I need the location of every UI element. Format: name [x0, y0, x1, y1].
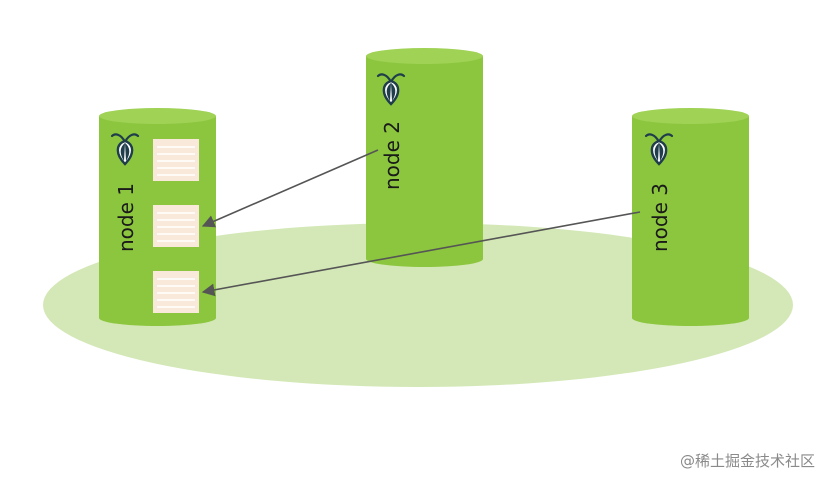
data-chunk-icon [153, 270, 199, 314]
cluster-platform [43, 223, 793, 387]
replication-arrow-node-3 [201, 211, 641, 297]
node-2-cylinder [366, 48, 483, 267]
node-3-label: node 3 [648, 183, 672, 252]
node-2-label: node 2 [380, 121, 404, 190]
data-chunk-icon [153, 204, 199, 248]
data-chunk-icon [153, 138, 199, 182]
replication-arrow-node-2 [201, 149, 379, 228]
watermark-text: @稀土掘金技术社区 [680, 452, 815, 470]
node-1-label: node 1 [114, 183, 138, 252]
